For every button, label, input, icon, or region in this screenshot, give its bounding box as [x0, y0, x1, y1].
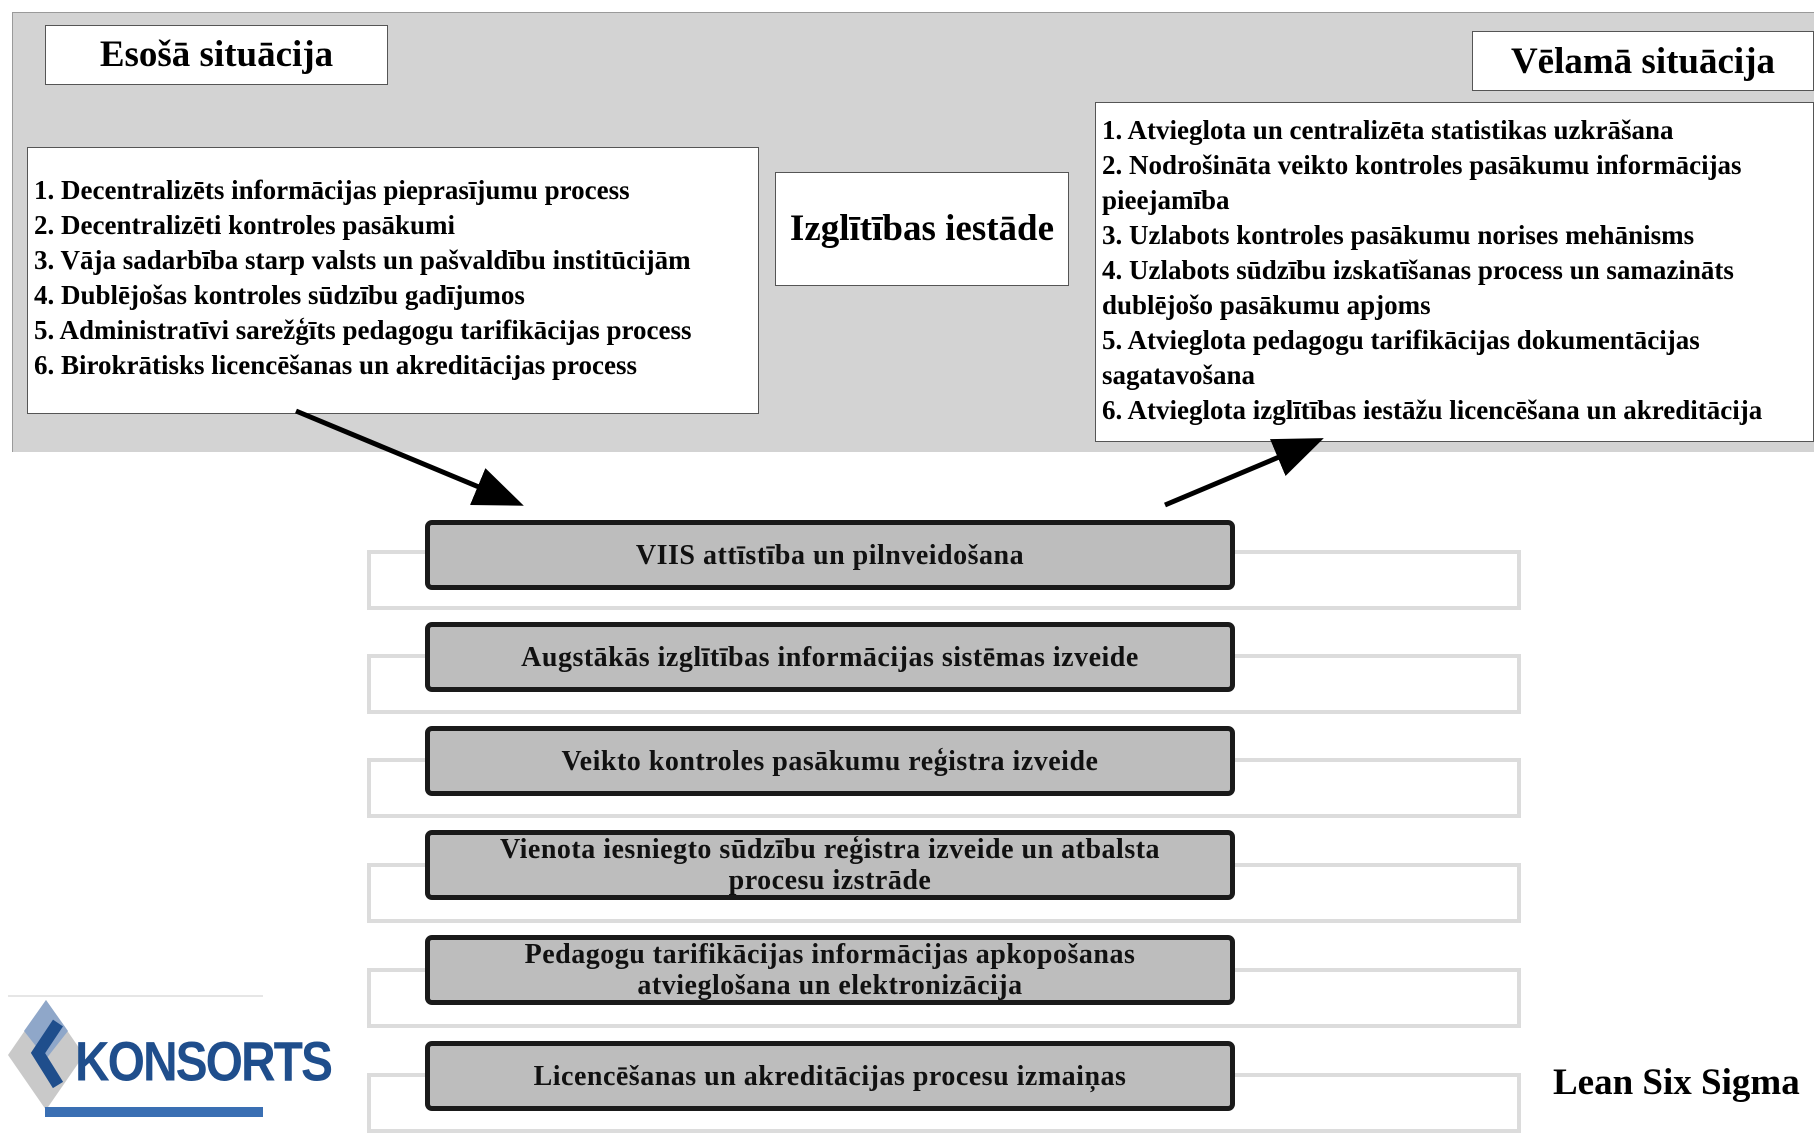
desired-outcome-item: 1. Atvieglota un centralizēta statistika…	[1102, 115, 1674, 145]
desired-outcome-item: 4. Uzlabots sūdzību izskatīšanas process…	[1102, 255, 1734, 320]
initiative-box: Licencēšanas un akreditācijas procesu iz…	[425, 1041, 1235, 1111]
arrow-into-initiatives	[295, 408, 524, 506]
desired-outcome-item: 5. Atvieglota pedagogu tarifikācijas dok…	[1102, 325, 1700, 390]
logo-wordmark: KONSORTS	[75, 1032, 333, 1093]
education-institution-box: Izglītības iestāde	[775, 172, 1069, 286]
current-problems-box: 1. Decentralizēts informācijas pieprasīj…	[27, 147, 759, 414]
desired-outcomes-box: 1. Atvieglota un centralizēta statistika…	[1095, 102, 1814, 442]
current-problem-item: 6. Birokrātisks licencēšanas un akreditā…	[34, 350, 638, 380]
konsorts-logo	[8, 995, 263, 1117]
initiative-box: VIIS attīstība un pilnveidošana	[425, 520, 1235, 590]
initiative-box: Vienota iesniegto sūdzību reģistra izvei…	[425, 830, 1235, 900]
current-problem-item: 1. Decentralizēts informācijas pieprasīj…	[34, 175, 630, 205]
initiative-box: Veikto kontroles pasākumu reģistra izvei…	[425, 726, 1235, 796]
methodology-label: Lean Six Sigma	[1553, 1062, 1800, 1103]
current-problem-item: 2. Decentralizēti kontroles pasākumi	[34, 210, 455, 240]
desired-outcome-item: 2. Nodrošināta veikto kontroles pasākumu…	[1102, 150, 1742, 215]
desired-situation-title: Vēlamā situācija	[1472, 31, 1814, 91]
initiative-box: Pedagogu tarifikācijas informācijas apko…	[425, 935, 1235, 1005]
current-problem-item: 3. Vāja sadarbība starp valsts un pašval…	[34, 245, 691, 275]
desired-outcome-item: 3. Uzlabots kontroles pasākumu norises m…	[1102, 220, 1695, 250]
current-problem-item: 5. Administratīvi sarežģīts pedagogu tar…	[34, 315, 692, 345]
current-situation-title: Esošā situācija	[45, 25, 388, 85]
desired-outcome-item: 6. Atvieglota izglītības iestāžu licencē…	[1102, 395, 1763, 425]
initiative-box: Augstākās izglītības informācijas sistēm…	[425, 622, 1235, 692]
arrow-to-desired	[1164, 438, 1324, 508]
current-problem-item: 4. Dublējošas kontroles sūdzību gadījumo…	[34, 280, 525, 310]
